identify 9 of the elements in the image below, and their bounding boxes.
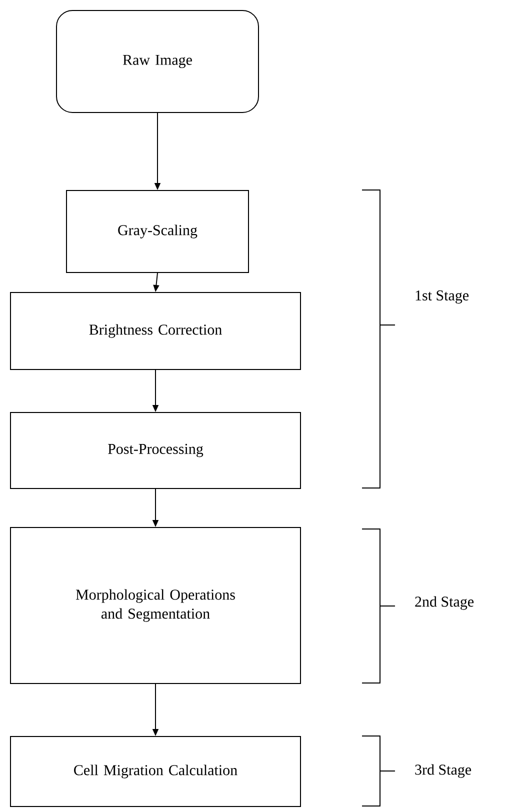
stage-label: 3rd Stage bbox=[415, 764, 472, 778]
process-box: Morphological Operations and Segmentation bbox=[10, 527, 301, 684]
process-box: Cell Migration Calculation bbox=[10, 736, 301, 807]
process-box: Brightness Correction bbox=[10, 292, 301, 370]
stage-label: 2nd Stage bbox=[415, 596, 474, 610]
stage-label: 1st Stage bbox=[416, 290, 469, 304]
start-box: Raw Image bbox=[56, 10, 259, 113]
process-box: Gray-Scaling bbox=[66, 190, 249, 273]
process-box: Post-Processing bbox=[10, 412, 301, 489]
